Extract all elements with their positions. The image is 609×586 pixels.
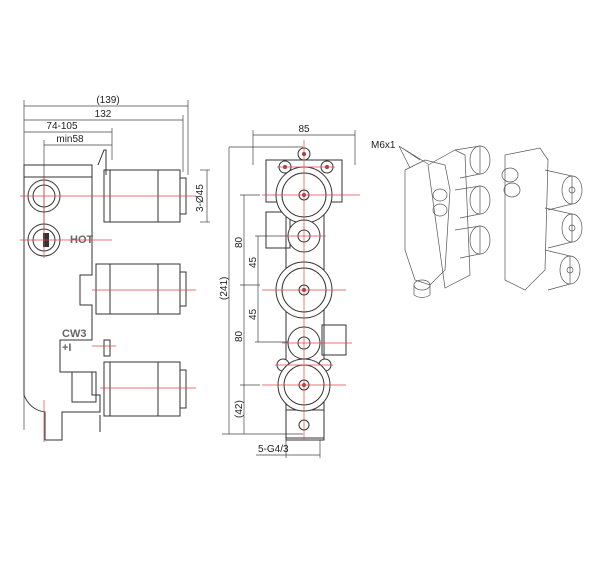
- mount-clip: [97, 149, 107, 175]
- front-centerlines: [262, 140, 360, 440]
- iso1-plate: [404, 159, 451, 286]
- label-cw3: CW3: [62, 328, 86, 340]
- adjuster-nut: [103, 339, 111, 357]
- side-centerlines: [20, 178, 196, 442]
- side-dimensions: [23, 100, 210, 430]
- dim-depth-range: 74-105: [46, 121, 78, 132]
- dim-spacing-top: 80: [234, 236, 245, 248]
- iso-view-left: M6x1: [371, 140, 491, 298]
- dim-length: 132: [95, 109, 112, 120]
- dim-spacing-mid-bottom: 45: [248, 308, 259, 320]
- dim-bottom-offset: (42): [234, 400, 245, 418]
- front-view: 85 (241) 80 45 45 80 (42) 5-G4/3: [219, 124, 360, 458]
- dim-min-depth: min58: [56, 134, 84, 145]
- label-screw: M6x1: [371, 140, 396, 151]
- side-lug-right: [321, 324, 347, 356]
- dim-spacing-bottom: 80: [234, 330, 245, 342]
- iso-view-right: [501, 147, 583, 291]
- iso2-body: [504, 147, 549, 291]
- dim-overall: (139): [96, 95, 119, 106]
- iso1-body: [427, 149, 471, 289]
- cartridge-mid: [95, 263, 187, 315]
- front-dimensions: [222, 130, 356, 458]
- cartridge-bottom: [71, 361, 187, 417]
- dim-knob-diameter: 3-Ø45: [195, 184, 206, 212]
- dim-thread: 5-G4/3: [258, 444, 289, 455]
- dim-overall-height: (241): [219, 277, 230, 300]
- label-plus-minus: +I: [62, 342, 71, 354]
- dim-spacing-mid-top: 45: [248, 256, 259, 268]
- valve-body-outline: [23, 164, 101, 441]
- side-view: (139) 132 74-105 min58 3-Ø45: [20, 95, 210, 442]
- top-bracket: [23, 164, 93, 178]
- dim-width: 85: [298, 124, 310, 135]
